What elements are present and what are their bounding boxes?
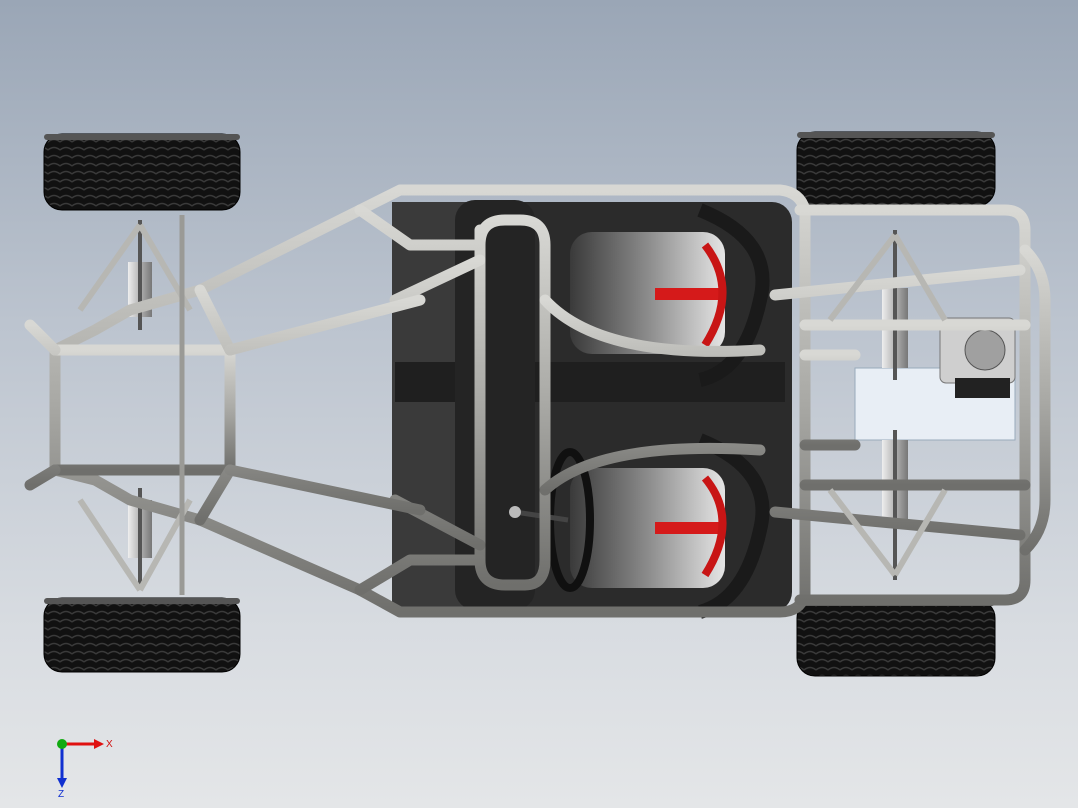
front-suspension[interactable] <box>77 215 193 595</box>
front-wheel-left[interactable] <box>43 133 241 211</box>
view-orientation-triad: X Z <box>57 739 113 798</box>
engine[interactable] <box>854 317 1016 441</box>
x-axis-label: X <box>106 739 113 750</box>
rear-wheel-right[interactable] <box>796 599 996 677</box>
seat-left[interactable] <box>570 203 770 387</box>
front-wheel-right[interactable] <box>43 597 241 673</box>
tube-frame[interactable] <box>24 184 1051 618</box>
seat-right[interactable] <box>570 433 770 619</box>
z-axis-label: Z <box>58 789 64 798</box>
rear-wheel-left[interactable] <box>796 131 996 207</box>
rear-suspension[interactable] <box>827 233 948 577</box>
